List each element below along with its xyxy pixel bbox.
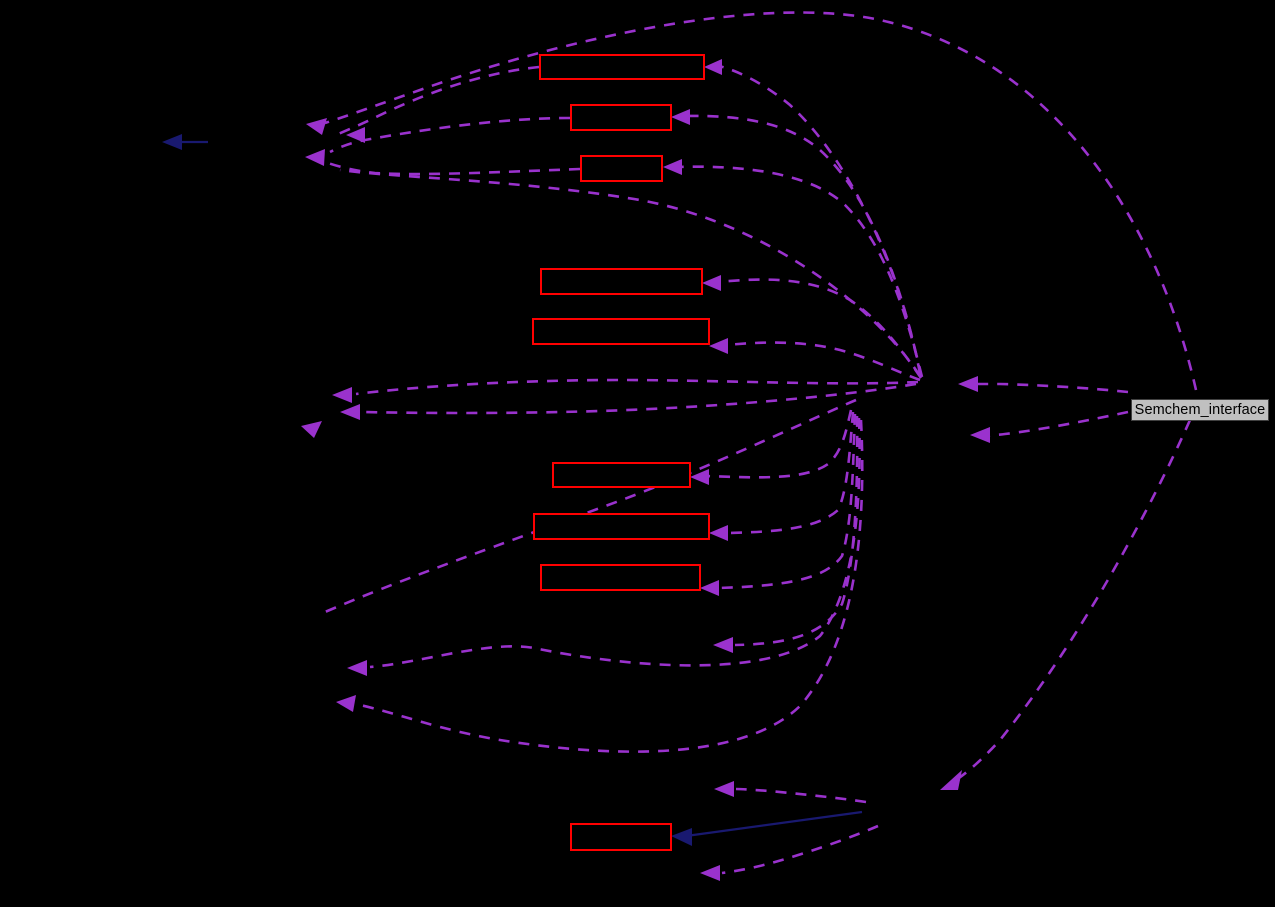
edge-root-to-hub-lower [989, 410, 1129, 438]
arrowhead-left-low-2 [336, 695, 356, 712]
edge-hub-to-box5 [725, 341, 921, 382]
edge-hub-to-mid-arrow [734, 415, 859, 647]
edge-hub-to-box6 [705, 409, 853, 479]
caller-node-box[interactable] [539, 54, 705, 80]
arrowhead-box8 [700, 580, 719, 596]
arrowhead-left-mid-2 [340, 404, 360, 420]
edge-bottomhub-to-upper-left [735, 787, 867, 804]
edge-root-to-hub-upper [978, 382, 1129, 394]
arrowhead-left-top-2 [346, 127, 365, 143]
arrowhead-box1 [704, 59, 722, 75]
edge-curve-to-left-b [339, 168, 922, 377]
arrowhead-left-low-1 [347, 660, 367, 676]
edge-hub-to-box3 [677, 165, 924, 378]
arrowhead-left-mid-3 [301, 421, 322, 438]
edge-group-bottom [174, 140, 879, 875]
edge-group-right [955, 382, 1192, 782]
edge-group-top [324, 11, 1198, 391]
edge-hub-to-box4 [717, 278, 923, 379]
arrowhead-box2 [671, 109, 690, 125]
arrowhead-box9-navy [671, 828, 692, 846]
edge-hub-to-box8 [717, 413, 857, 590]
arrowhead-left-mid-1 [332, 387, 352, 403]
edge-bottomhub-to-box9-solid [685, 810, 863, 838]
caller-node-box[interactable] [540, 564, 701, 591]
edge-hub-to-left-low-a [369, 417, 861, 669]
arrowhead-bottom-hub [940, 770, 962, 790]
caller-node-box[interactable] [540, 268, 703, 295]
caller-node-box[interactable] [532, 318, 710, 345]
arrowhead-box7 [709, 525, 728, 541]
arrowhead-box4 [702, 275, 721, 291]
arrowhead-box5 [709, 338, 728, 354]
edge-hub-to-box7 [725, 411, 855, 535]
arrowhead-box3 [663, 159, 682, 175]
arrowhead-hub-lower [970, 427, 990, 443]
edge-hub-to-box1 [717, 64, 922, 375]
caller-node-box[interactable] [580, 155, 663, 182]
edge-group-hub [324, 64, 924, 614]
edge-box1-to-left-a [335, 65, 540, 137]
caller-node-box[interactable] [533, 513, 710, 540]
edge-box2-to-left-a [329, 116, 571, 154]
arrowhead-box6 [690, 469, 709, 485]
edge-hub-to-left-mid-a [355, 378, 919, 396]
edge-group-lower [359, 409, 864, 753]
node-semchem-interface[interactable]: Semchem_interface [1131, 399, 1269, 421]
caller-node-box[interactable] [570, 823, 672, 851]
arrowhead-bottom-2 [700, 865, 720, 881]
arrowhead-left-top-3 [305, 149, 325, 166]
edge-root-to-left-top-far [324, 11, 1198, 391]
arrowhead-hub-upper [958, 376, 978, 392]
edge-box3-to-left-b [327, 161, 581, 176]
arrowhead-left-top-1 [306, 118, 327, 135]
edge-hub-to-left-low-b [359, 419, 864, 753]
edge-hub-to-left-mid-b [363, 382, 917, 415]
arrowhead-bottom-1 [714, 781, 734, 797]
arrowhead-mid-free [713, 637, 733, 653]
edge-hub-to-box2 [685, 114, 923, 377]
arrowhead-topleft-navy [162, 134, 182, 150]
arrowheads-layer [162, 59, 990, 881]
caller-node-box[interactable] [570, 104, 672, 131]
edge-bottomhub-to-lower-left [721, 824, 879, 875]
caller-node-box[interactable] [552, 462, 691, 488]
edge-root-to-bottom-hub [955, 419, 1192, 782]
